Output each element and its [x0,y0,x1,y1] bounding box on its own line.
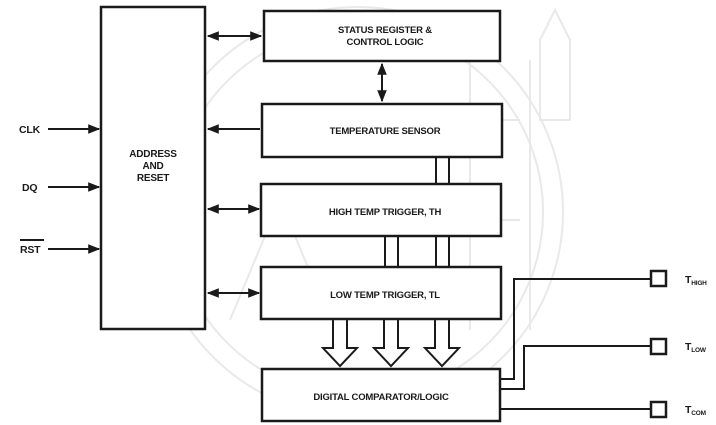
input-rst-label: RST [20,244,41,256]
input-rst: RST [20,240,99,256]
output-thigh-pin [651,271,666,286]
status-label-line2: CONTROL LOGIC [347,37,424,48]
temperature-sensor-block: TEMPERATURE SENSOR [262,104,502,157]
input-dq-label: DQ [22,182,37,194]
output-thigh: THIGH [651,271,707,287]
output-thigh-label: THIGH [685,274,707,287]
address-label-line2: AND [142,161,163,172]
output-tlow-pin [651,339,666,354]
output-tcom: TCOM [651,402,706,417]
low-temp-trigger-label: LOW TEMP TRIGGER, TL [330,290,440,301]
digital-comparator-label: DIGITAL COMPARATOR/LOGIC [313,392,449,403]
output-tlow: TLOW [651,339,707,354]
high-to-low-bus [385,236,449,267]
input-clk-label: CLK [19,124,41,136]
output-tlow-label: TLOW [685,341,707,354]
address-label-line3: RESET [137,173,169,184]
status-register-block: STATUS REGISTER & CONTROL LOGIC [264,11,500,61]
digital-comparator-block: DIGITAL COMPARATOR/LOGIC [262,369,500,421]
high-temp-trigger-block: HIGH TEMP TRIGGER, TH [261,184,501,236]
output-tcom-label: TCOM [685,404,706,417]
bus-arrow-down-1 [323,320,357,366]
temperature-sensor-label: TEMPERATURE SENSOR [330,126,441,137]
bus-arrow-down-2 [374,320,408,366]
bus-arrow-down-3 [425,320,459,366]
input-dq: DQ [22,182,99,194]
output-tcom-pin [651,402,666,417]
low-temp-trigger-block: LOW TEMP TRIGGER, TL [261,267,501,319]
address-label-line1: ADDRESS [129,149,177,160]
sensor-to-high-bus [436,157,449,184]
input-clk: CLK [19,124,99,136]
high-temp-trigger-label: HIGH TEMP TRIGGER, TH [329,207,442,218]
address-reset-block: ADDRESS AND RESET [101,7,205,329]
status-label-line1: STATUS REGISTER & [338,25,432,36]
